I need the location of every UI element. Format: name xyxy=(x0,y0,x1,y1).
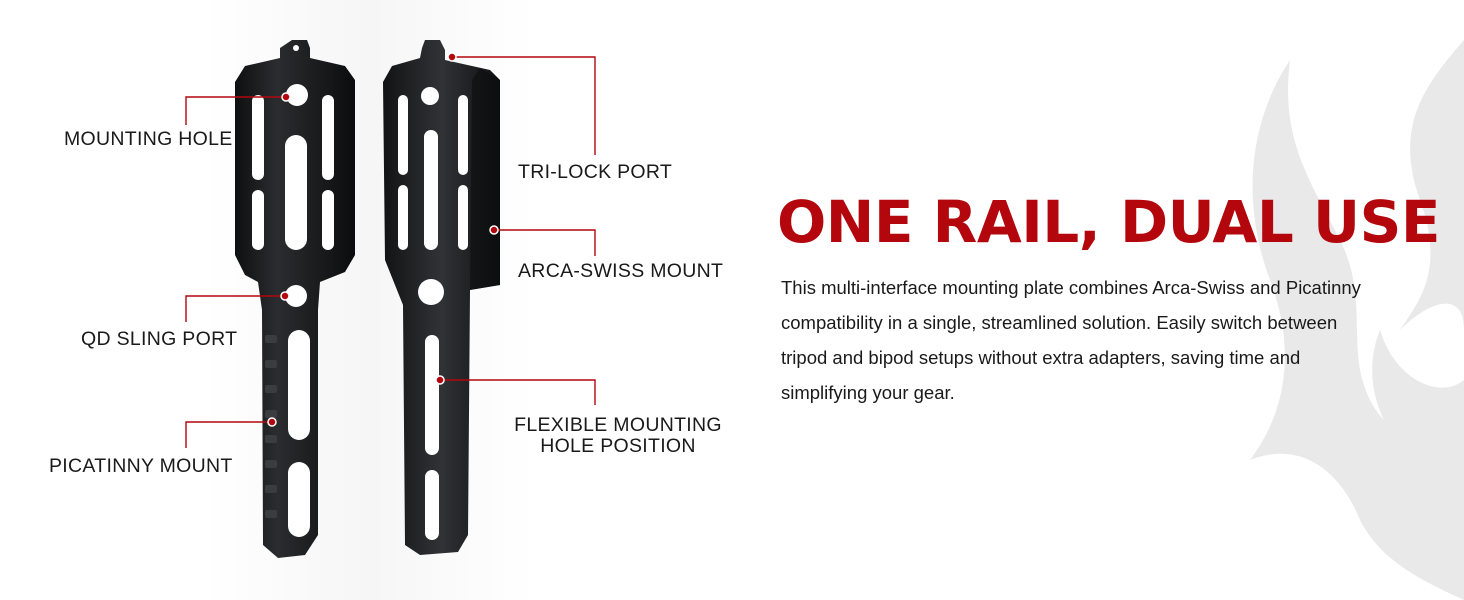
flame-watermark xyxy=(1250,40,1464,600)
picatinny-ridges xyxy=(265,335,277,518)
left-plate-slots xyxy=(252,45,334,537)
description-text: This multi-interface mounting plate comb… xyxy=(781,277,1361,403)
label-picatinny-mount: PICATINNY MOUNT xyxy=(49,455,233,477)
left-rail-plate xyxy=(235,40,355,558)
label-tri-lock-port: TRI-LOCK PORT xyxy=(518,161,673,183)
label-flexible-line-2: HOLE POSITION xyxy=(540,435,696,457)
callout-lines xyxy=(185,56,596,448)
callout-dots xyxy=(267,52,499,427)
right-plate-slots xyxy=(398,87,468,540)
right-rail-plate xyxy=(383,40,500,555)
headline: ONE RAIL, DUAL USE xyxy=(777,188,1440,256)
label-qd-sling-port: QD SLING PORT xyxy=(81,328,238,350)
label-arca-swiss-mount: ARCA-SWISS MOUNT xyxy=(518,260,724,282)
label-flexible-mounting-hole-position: FLEXIBLE MOUNTING HOLE POSITION xyxy=(508,415,728,457)
label-flexible-line-1: FLEXIBLE MOUNTING xyxy=(514,414,722,436)
label-mounting-hole: MOUNTING HOLE xyxy=(64,128,233,150)
